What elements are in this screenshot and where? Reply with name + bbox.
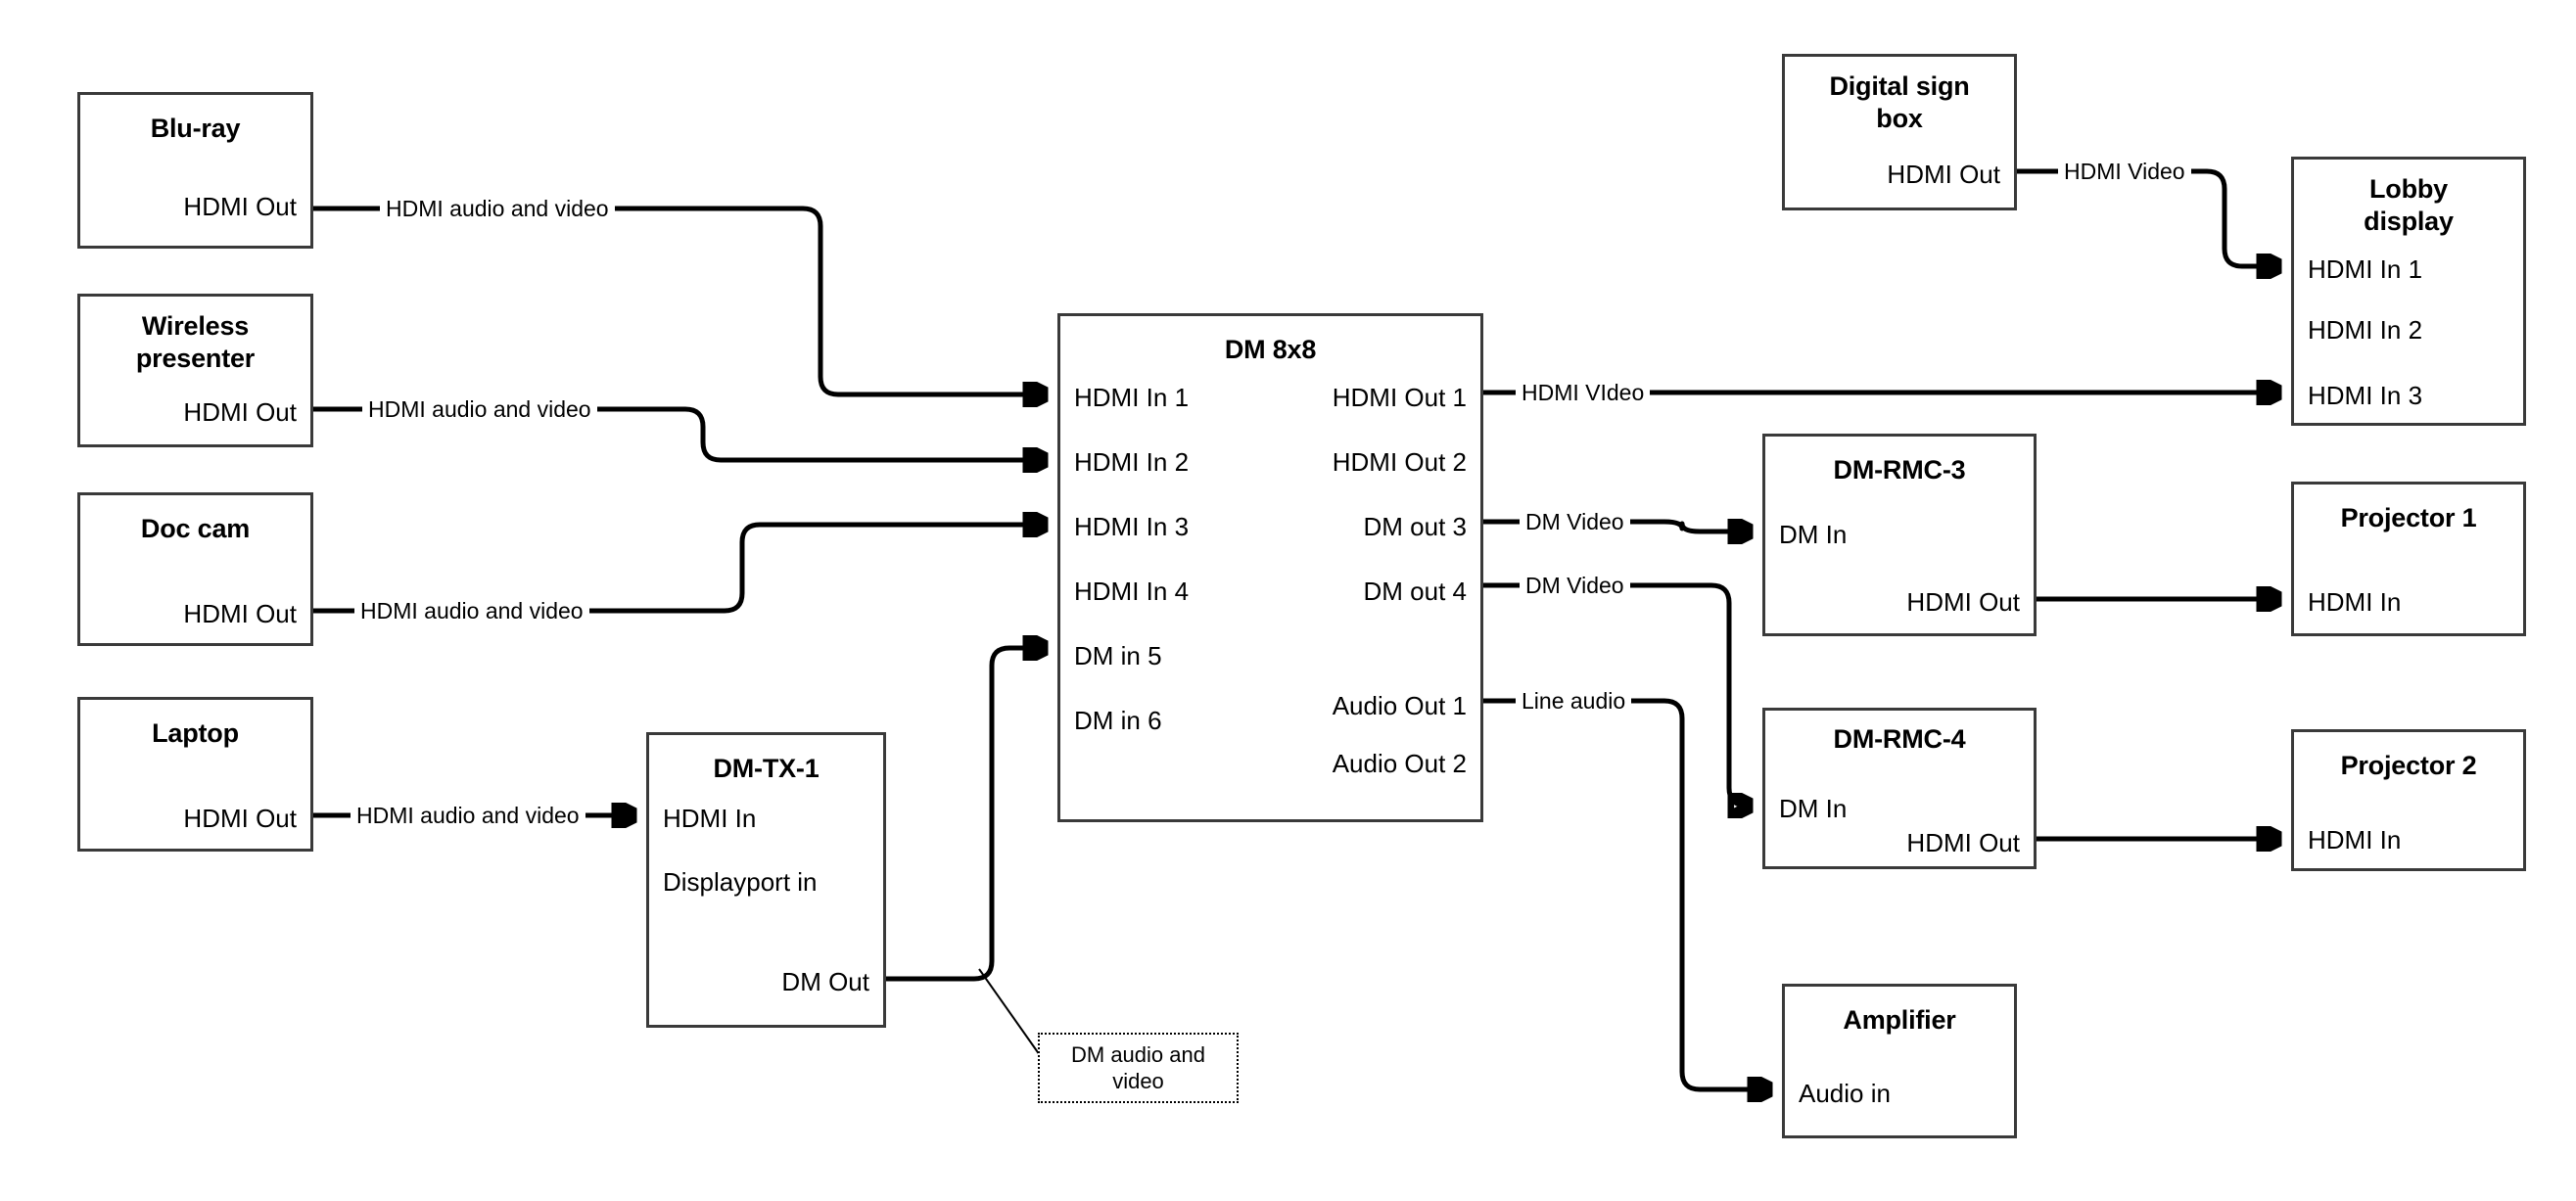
node-laptop-title: Laptop [152, 718, 239, 748]
node-dm-tx-1-port-displayport-in: Displayport in [663, 867, 818, 897]
node-bluray-port-hdmi-out: HDMI Out [183, 192, 297, 221]
wire-dm8x8-audio1-to-amplifier [1483, 698, 1770, 1089]
node-amplifier-title: Amplifier [1843, 1005, 1956, 1035]
node-dm-8x8[interactable]: DM 8x8 HDMI In 1 HDMI In 2 HDMI In 3 HDM… [1057, 313, 1483, 822]
node-laptop[interactable]: Laptop HDMI Out [77, 697, 313, 852]
node-projector-1-title: Projector 1 [2340, 503, 2477, 532]
node-dm-8x8-input-hdmi-in-4: HDMI In 4 [1074, 577, 1190, 606]
node-dm-8x8-title: DM 8x8 [1224, 335, 1317, 364]
node-dm-8x8-output-hdmi-out-2: HDMI Out 2 [1332, 447, 1467, 477]
node-dm-8x8-output-audio-out-2: Audio Out 2 [1332, 749, 1467, 778]
node-dm-rmc-4[interactable]: DM-RMC-4 DM In HDMI Out [1762, 708, 2037, 869]
node-lobby-display-port-hdmi-in-1: HDMI In 1 [2308, 254, 2423, 284]
node-lobby-display-title-line2: display [2364, 207, 2454, 236]
node-projector-2-title: Projector 2 [2340, 751, 2477, 780]
wire-label-wireless-to-dm8x8: HDMI audio and video [362, 396, 597, 422]
node-projector-1[interactable]: Projector 1 HDMI In [2291, 482, 2526, 636]
node-projector-1-port-hdmi-in: HDMI In [2308, 587, 2402, 617]
node-bluray[interactable]: Blu-ray HDMI Out [77, 92, 313, 249]
node-laptop-port-hdmi-out: HDMI Out [183, 804, 297, 833]
wire-label-bluray-to-dm8x8: HDMI audio and video [380, 196, 615, 221]
node-dm-tx-1[interactable]: DM-TX-1 HDMI In Displayport in DM Out [646, 732, 886, 1028]
node-dm-tx-1-port-dm-out: DM Out [781, 967, 869, 996]
wire-label-doccam-to-dm8x8: HDMI audio and video [354, 598, 589, 624]
node-dm-8x8-output-dm-out-4: DM out 4 [1363, 577, 1468, 606]
node-wireless-presenter-title-line2: presenter [135, 344, 256, 373]
node-lobby-display-port-hdmi-in-3: HDMI In 3 [2308, 381, 2423, 410]
node-dm-tx-1-title: DM-TX-1 [713, 754, 820, 783]
node-dm-8x8-input-hdmi-in-3: HDMI In 3 [1074, 512, 1190, 541]
node-dm-8x8-input-dm-in-5: DM in 5 [1074, 641, 1162, 670]
node-lobby-display-port-hdmi-in-2: HDMI In 2 [2308, 315, 2423, 345]
node-wireless-presenter-port-hdmi-out: HDMI Out [183, 397, 297, 427]
node-dm-8x8-input-dm-in-6: DM in 6 [1074, 706, 1162, 735]
wire-dmtx1-to-dm8x8 [886, 648, 1046, 982]
wire-label-laptop-to-dmtx1: HDMI audio and video [351, 803, 585, 828]
wire-digitalsign-to-lobby [2017, 168, 2279, 266]
node-dm-rmc-3-port-hdmi-out: HDMI Out [1906, 587, 2020, 617]
wire-label-dm8x8-out1-to-lobby: HDMI VIdeo [1516, 380, 1651, 405]
node-amplifier-port-audio-in: Audio in [1799, 1079, 1891, 1108]
node-lobby-display-title-line1: Lobby [2369, 174, 2448, 204]
node-digital-sign-box-title-line1: Digital sign [1829, 71, 1970, 101]
node-dm-rmc-4-port-dm-in: DM In [1779, 794, 1848, 823]
node-dm-8x8-output-audio-out-1: Audio Out 1 [1332, 691, 1467, 720]
node-digital-sign-box-title-line2: box [1876, 104, 1923, 133]
node-doc-cam[interactable]: Doc cam HDMI Out [77, 492, 313, 646]
leader-dm-audio-video-note [978, 968, 1041, 1056]
node-amplifier[interactable]: Amplifier Audio in [1782, 984, 2017, 1138]
node-digital-sign-box[interactable]: Digital sign box HDMI Out [1782, 54, 2017, 210]
node-projector-2[interactable]: Projector 2 HDMI In [2291, 729, 2526, 871]
node-dm-rmc-4-title: DM-RMC-4 [1833, 724, 1966, 754]
node-doc-cam-title: Doc cam [140, 514, 251, 543]
node-dm-rmc-4-port-hdmi-out: HDMI Out [1906, 828, 2020, 857]
node-dm-rmc-3-title: DM-RMC-3 [1833, 455, 1966, 485]
node-dm-tx-1-port-hdmi-in: HDMI In [663, 804, 757, 833]
node-digital-sign-box-port-hdmi-out: HDMI Out [1887, 160, 2000, 189]
node-wireless-presenter[interactable]: Wireless presenter HDMI Out [77, 294, 313, 447]
wire-label-dm8x8-out4-to-dmrmc4: DM Video [1520, 573, 1630, 598]
wire-label-dm8x8-out3-to-dmrmc3: DM Video [1520, 509, 1630, 534]
node-dm-8x8-input-hdmi-in-1: HDMI In 1 [1074, 383, 1190, 412]
node-wireless-presenter-title-line1: Wireless [141, 311, 250, 341]
wire-label-digitalsign-to-lobby: HDMI Video [2058, 159, 2191, 184]
node-dm-8x8-output-dm-out-3: DM out 3 [1363, 512, 1468, 541]
node-dm-8x8-output-hdmi-out-1: HDMI Out 1 [1332, 383, 1467, 412]
wire-bluray-to-dm8x8 [313, 206, 1046, 394]
node-projector-2-port-hdmi-in: HDMI In [2308, 825, 2402, 855]
node-dm-rmc-3-port-dm-in: DM In [1779, 520, 1848, 549]
node-doc-cam-port-hdmi-out: HDMI Out [183, 599, 297, 628]
node-lobby-display[interactable]: Lobby display HDMI In 1 HDMI In 2 HDMI I… [2291, 157, 2526, 426]
wire-label-dm8x8-audio1-to-amplifier: Line audio [1516, 688, 1632, 714]
node-dm-rmc-3[interactable]: DM-RMC-3 DM In HDMI Out [1762, 434, 2037, 636]
node-bluray-title: Blu-ray [150, 114, 241, 143]
annotation-dm-audio-and-video: DM audio and video [1038, 1033, 1239, 1103]
node-dm-8x8-input-hdmi-in-2: HDMI In 2 [1074, 447, 1190, 477]
